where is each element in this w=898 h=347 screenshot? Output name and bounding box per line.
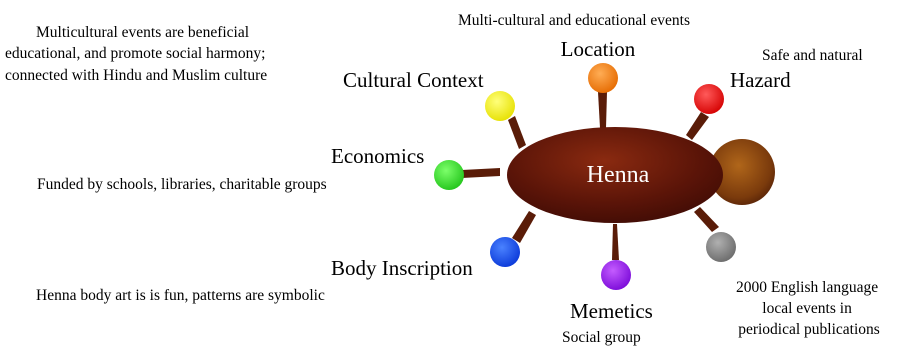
henna-center-label: Henna xyxy=(587,162,650,188)
stem-hazard xyxy=(686,112,709,140)
label-cultural-context: Cultural Context xyxy=(343,68,484,92)
note-memetics: Social group xyxy=(562,329,641,346)
note-cultural-line-3: connected with Hindu and Muslim culture xyxy=(5,67,267,84)
stem-location xyxy=(598,92,607,128)
note-grey-line-2: local events in xyxy=(762,300,852,317)
note-economics: Funded by schools, libraries, charitable… xyxy=(37,176,327,193)
node-grey xyxy=(706,232,736,262)
node-cultural-context xyxy=(485,91,515,121)
node-hazard xyxy=(694,84,724,114)
stem-grey xyxy=(694,207,719,232)
label-memetics: Memetics xyxy=(570,299,653,323)
note-cultural-line-2: educational, and promote social harmony; xyxy=(5,45,265,62)
stem-economics xyxy=(462,168,500,178)
node-economics xyxy=(434,160,464,190)
note-grey: 2000 English language local events in pe… xyxy=(736,279,882,338)
label-hazard: Hazard xyxy=(730,68,791,92)
stem-cultural-context xyxy=(508,116,526,149)
note-grey-line-1: 2000 English language xyxy=(736,279,878,296)
note-body-inscription: Henna body art is is fun, patterns are s… xyxy=(36,287,325,304)
note-cultural-line-1: Multicultural events are beneficial xyxy=(36,24,249,41)
note-cultural-context: Multicultural events are beneficial educ… xyxy=(5,24,269,84)
henna-head-lobe xyxy=(709,139,775,205)
label-body-inscription: Body Inscription xyxy=(331,256,473,280)
connector-stems xyxy=(462,92,719,260)
stem-memetics xyxy=(612,224,619,260)
note-location: Multi-cultural and educational events xyxy=(458,12,690,29)
node-location xyxy=(588,63,618,93)
henna-body xyxy=(507,127,723,223)
stem-body-inscription xyxy=(512,211,536,243)
label-economics: Economics xyxy=(331,144,424,168)
node-memetics xyxy=(601,260,631,290)
note-grey-line-3: periodical publications xyxy=(738,321,880,338)
node-body-inscription xyxy=(490,237,520,267)
note-hazard: Safe and natural xyxy=(762,47,863,64)
label-location: Location xyxy=(561,37,636,61)
